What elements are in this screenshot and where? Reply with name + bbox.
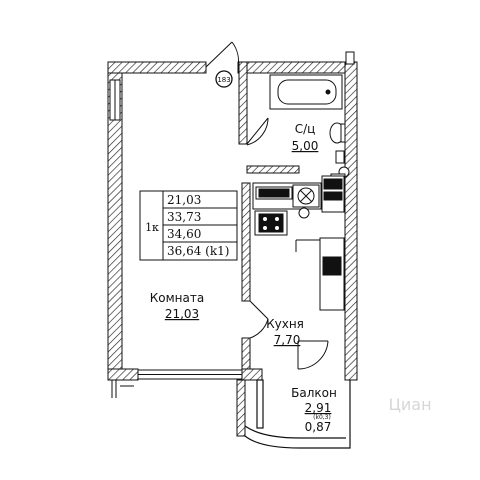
badge-number: 183 xyxy=(217,76,230,84)
room-labels: Комната 21,03 С/ц 5,00 Кухня 7,70 Балкон… xyxy=(150,122,337,434)
room-name-kitchen: Кухня xyxy=(266,317,304,331)
watermark: Циан xyxy=(388,395,431,414)
area-living: 21,03 xyxy=(167,193,201,207)
balcony xyxy=(244,379,351,449)
room-name-bathroom: С/ц xyxy=(295,122,316,136)
room-area-living: 21,03 xyxy=(165,307,199,321)
room-window xyxy=(111,369,243,398)
area-table: 1к 21,03 33,73 34,60 36,64 (k1) xyxy=(139,190,238,261)
walls xyxy=(107,61,358,437)
room-name-living: Комната xyxy=(150,291,204,305)
bathroom-door xyxy=(246,117,269,146)
left-window xyxy=(109,79,121,121)
area-coefficient: 36,64 (k1) xyxy=(167,244,229,258)
apartment-type-label: 1к xyxy=(145,221,159,234)
apartment-badge: 183 xyxy=(215,70,233,88)
room-name-balcony: Балкон xyxy=(291,386,337,400)
kitchen-door xyxy=(249,300,329,370)
area-total-with-balcony: 34,60 xyxy=(167,227,201,241)
area-total: 33,73 xyxy=(167,210,201,224)
bathtub xyxy=(269,74,343,110)
room-area-bathroom: 5,00 xyxy=(292,139,319,153)
entrance-door xyxy=(205,41,239,68)
room-area-kitchen: 7,70 xyxy=(274,333,301,347)
balcony-coefficient-note: (k0,3) xyxy=(313,414,331,421)
kitchen-fixtures xyxy=(252,175,345,311)
right-window xyxy=(345,51,355,65)
room-area-balcony: 2,91 xyxy=(305,401,332,415)
room-area-balcony-reduced: 0,87 xyxy=(305,420,332,434)
